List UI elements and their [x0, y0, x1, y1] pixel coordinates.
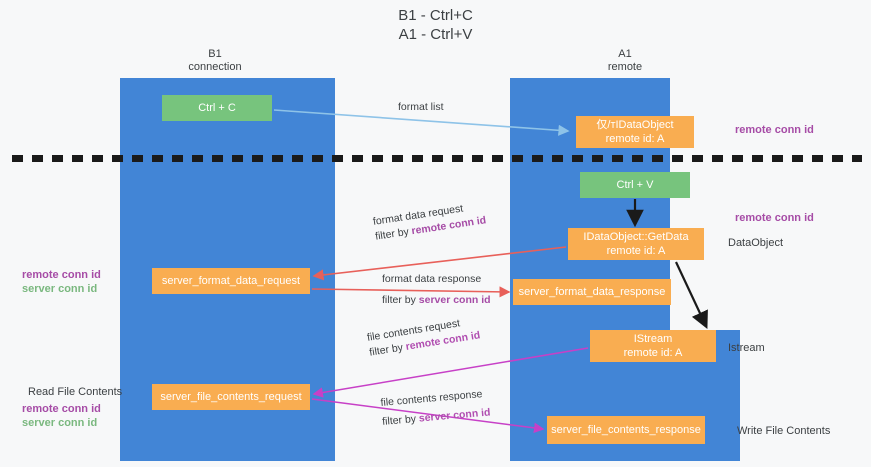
filter-prefix: filter by [382, 294, 419, 306]
box-server-file-contents-request[interactable]: server_file_contents_request [152, 384, 310, 410]
annotation-left-server-conn-id-2: server conn id [22, 417, 98, 429]
annotation-left-read-file-contents: Read File Contents [28, 386, 123, 398]
lane-header-b1: B1 connection [188, 48, 242, 73]
annotation-left-remote-conn-id-2: remote conn id [22, 403, 101, 415]
annotation-right-remote-conn-id-mid: remote conn id [735, 212, 814, 224]
box-server-file-contents-response[interactable]: server_file_contents_response [547, 416, 705, 444]
label-format-data-response-line2: filter by server conn id [382, 293, 491, 308]
label-format-list: format list [398, 101, 444, 113]
box-ctrl-c[interactable]: Ctrl + C [162, 95, 272, 121]
annotation-right-write-file-contents: Write File Contents [737, 425, 831, 437]
label-file-contents-request: file contents request filter by remote c… [366, 313, 481, 360]
annotation-right-remote-conn-id-top: remote conn id [735, 124, 814, 136]
box-idataobject[interactable]: 仅/тIDataObject remote id: A [576, 116, 694, 148]
annotation-left-server-conn-id: server conn id [22, 283, 98, 295]
annotation-right-istream: Istream [728, 342, 765, 354]
page-title: B1 - Ctrl+C A1 - Ctrl+V [398, 7, 473, 43]
label-file-contents-response: file contents response filter by server … [380, 387, 491, 430]
box-idataobject-getdata[interactable]: IDataObject::GetData remote id: A [568, 228, 704, 260]
arrow-response-istream [675, 261, 708, 329]
annotation-right-dataobject: DataObject [728, 237, 784, 249]
label-format-data-request: format data request filter by remote con… [372, 198, 487, 244]
label-format-data-response-line1: format data response [382, 273, 482, 285]
box-server-format-data-response[interactable]: server_format_data_response [513, 279, 671, 305]
box-server-format-data-request[interactable]: server_format_data_request [152, 268, 310, 294]
filter-key-server-conn-id: server conn id [418, 294, 491, 306]
filter-prefix: filter by [381, 412, 420, 428]
filter-prefix: filter by [374, 225, 413, 243]
box-ctrl-v[interactable]: Ctrl + V [580, 172, 690, 198]
filter-key-server-conn-id: server conn id [418, 406, 491, 425]
annotation-left-conn-ids: remote conn id server conn id [22, 268, 101, 296]
box-istream[interactable]: IStream remote id: A [590, 330, 716, 362]
label-format-data-response: format data response filter by server co… [382, 272, 491, 308]
lane-header-a1: A1 remote [607, 48, 643, 73]
annotation-left-conn-ids-2: remote conn id server conn id [22, 402, 101, 430]
annotation-left-remote-conn-id: remote conn id [22, 269, 101, 281]
